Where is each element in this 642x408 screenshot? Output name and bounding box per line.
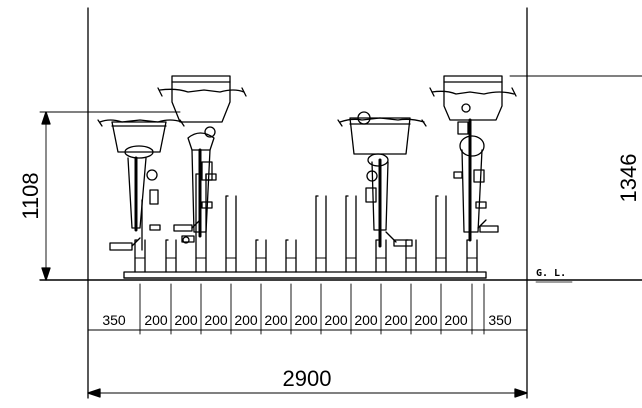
rack-post <box>285 239 297 273</box>
ground-line: G. L. <box>39 268 642 283</box>
rack-post <box>405 239 417 273</box>
rack-post <box>375 239 387 273</box>
segment-label: 200 <box>444 312 468 328</box>
segment-label: 200 <box>294 312 318 328</box>
height-label-1346: 1346 <box>616 154 641 203</box>
segment-dimensions: 350 200 200 200 200 200 200 200 200 200 200 200 350 <box>87 283 528 335</box>
segment-label: 200 <box>144 312 168 328</box>
rack-base <box>123 271 487 279</box>
segment-label: 200 <box>234 312 258 328</box>
segment-label: 200 <box>414 312 438 328</box>
extension-lines <box>87 7 528 399</box>
segment-label: 350 <box>102 312 126 328</box>
segment-label: 350 <box>488 312 512 328</box>
rack-post <box>345 195 357 273</box>
height-dimension-left: 1108 <box>18 111 181 281</box>
rack-posts <box>134 173 478 273</box>
segment-label: 200 <box>204 312 228 328</box>
segment-label: 200 <box>324 312 348 328</box>
height-dimension-right: 1346 <box>509 75 642 203</box>
bicycle-3 <box>337 111 427 248</box>
bicycle-4 <box>429 75 517 242</box>
height-label-1108: 1108 <box>18 172 43 219</box>
ground-level-label: G. L. <box>536 268 566 279</box>
segment-label: 200 <box>384 312 408 328</box>
rack-post <box>466 239 478 273</box>
rack-post <box>165 239 177 273</box>
segment-label: 200 <box>174 312 198 328</box>
bicycle-2 <box>157 75 247 244</box>
rack-post <box>435 195 447 273</box>
total-width-dimension: 2900 <box>87 366 528 398</box>
segment-label: 200 <box>354 312 378 328</box>
segment-label: 200 <box>264 312 288 328</box>
bicycle-1 <box>97 119 185 251</box>
rack-post <box>315 195 327 273</box>
rack-post <box>134 239 146 273</box>
rack-post <box>225 195 237 273</box>
total-width-label: 2900 <box>283 366 332 391</box>
rack-post <box>255 239 267 273</box>
